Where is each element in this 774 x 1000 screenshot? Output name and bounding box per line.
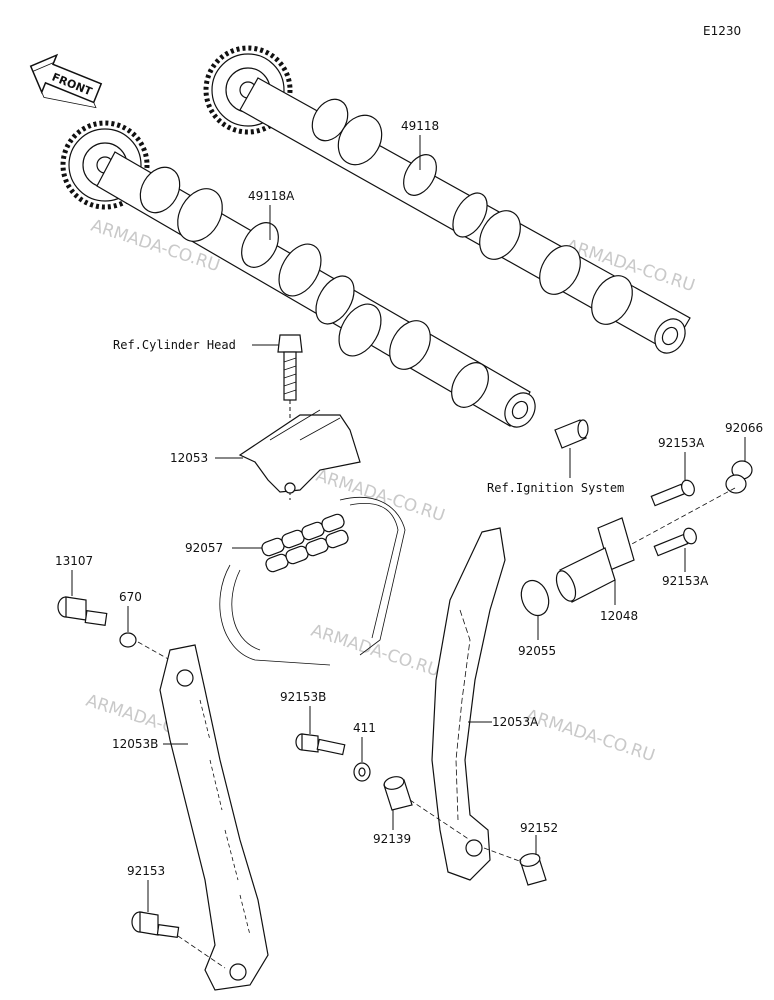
leader: [137, 641, 171, 661]
leader: [409, 799, 471, 841]
watermark: ARMADA-CO.RU: [523, 706, 657, 766]
cam-chain-92057[interactable]: [219, 496, 406, 666]
part-92055-label[interactable]: 92055: [518, 644, 556, 658]
bolt-92153b[interactable]: [295, 733, 346, 756]
part-49118-label[interactable]: 49118: [401, 119, 439, 133]
pivot-bolt-13107[interactable]: [57, 596, 108, 627]
diagram-code: E1230: [703, 24, 741, 38]
part-92066-label[interactable]: 92066: [725, 421, 763, 435]
chain-links: [261, 513, 349, 573]
collar-92152[interactable]: [519, 852, 547, 886]
part-12053-label[interactable]: 12053: [170, 451, 208, 465]
part-12053b-label[interactable]: 12053B: [112, 737, 158, 751]
pivot-bolt-92153[interactable]: [131, 911, 180, 939]
part-92153a-bottom-label[interactable]: 92153A: [662, 574, 709, 588]
part-411-label[interactable]: 411: [353, 721, 376, 735]
part-12048-label[interactable]: 12048: [600, 609, 638, 623]
chain-guide-12053[interactable]: [238, 409, 361, 494]
ignition-rotor-pin: [554, 419, 589, 449]
tensioner-12048[interactable]: [553, 517, 635, 604]
camshaft-49118a[interactable]: [60, 120, 541, 433]
part-92139-label[interactable]: 92139: [373, 832, 411, 846]
part-92153b-label[interactable]: 92153B: [280, 690, 326, 704]
camshaft-49118[interactable]: [203, 45, 691, 359]
leader: [629, 487, 736, 546]
chain-guide-12053b[interactable]: [159, 644, 269, 991]
ref-cylinder-head[interactable]: Ref.Cylinder Head: [113, 338, 236, 352]
o-ring-670[interactable]: [119, 632, 137, 648]
o-ring-92055[interactable]: [517, 577, 554, 620]
ref-ignition-system[interactable]: Ref.Ignition System: [487, 481, 624, 495]
bolt-92153a-bottom: [653, 527, 697, 557]
collar-92139[interactable]: [383, 775, 413, 811]
chain-guide-12053a[interactable]: [431, 527, 506, 881]
part-49118a-label[interactable]: 49118A: [248, 189, 295, 203]
bolt-92153a-top: [650, 479, 695, 507]
leader: [483, 847, 523, 863]
part-670-label[interactable]: 670: [119, 590, 142, 604]
part-92153-label[interactable]: 92153: [127, 864, 165, 878]
front-arrow: FRONT: [29, 53, 103, 109]
washer-411[interactable]: [353, 762, 371, 782]
part-92152-label[interactable]: 92152: [520, 821, 558, 835]
leader: [177, 935, 226, 969]
plug-92066: [725, 460, 753, 494]
part-92153a-top-label[interactable]: 92153A: [658, 436, 705, 450]
watermark: ARMADA-CO.RU: [308, 621, 442, 681]
part-12053a-label[interactable]: 12053A: [492, 715, 539, 729]
cylinder-head-bolt: [277, 334, 303, 401]
part-92057-label[interactable]: 92057: [185, 541, 223, 555]
part-13107-label[interactable]: 13107: [55, 554, 93, 568]
